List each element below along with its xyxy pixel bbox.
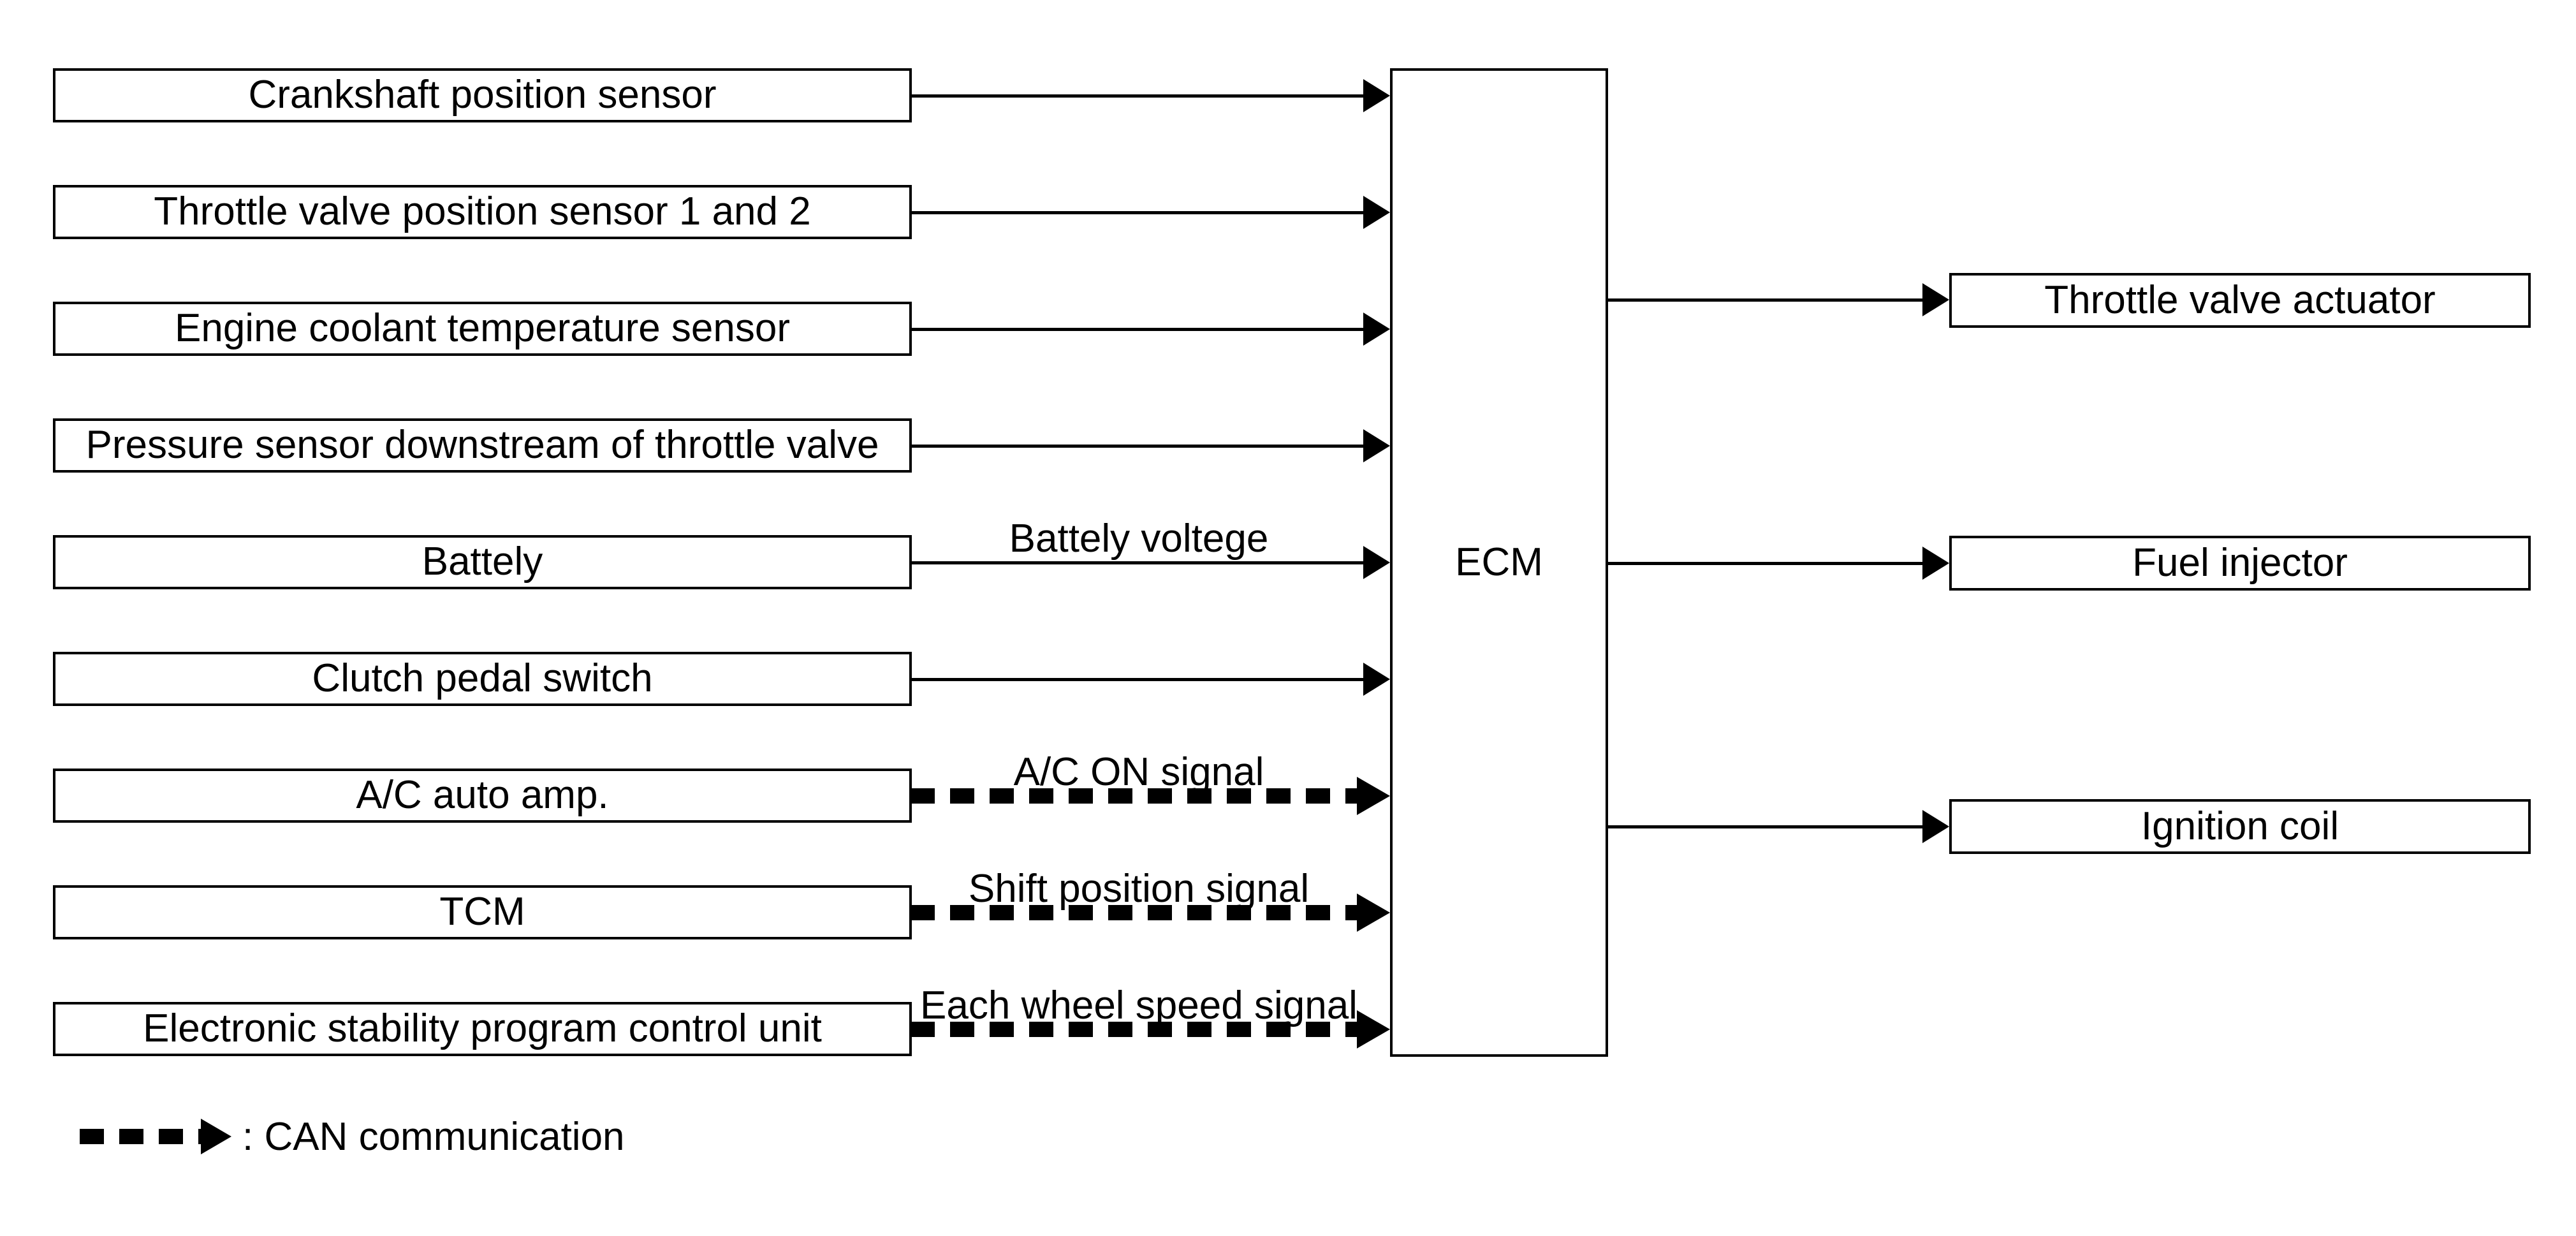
output-label: Ignition coil (2141, 804, 2339, 848)
input-label: Electronic stability program control uni… (143, 1006, 822, 1051)
can-arrow-line (911, 1022, 1358, 1037)
can-arrow-line (911, 905, 1358, 920)
can-legend-arrowhead-icon (201, 1119, 231, 1154)
can-arrowhead-icon (1357, 777, 1390, 815)
arrow-line (911, 211, 1367, 214)
output-label: Throttle valve actuator (2044, 277, 2436, 322)
input-box-ac-auto-amp: A/C auto amp. (53, 769, 912, 823)
input-label: TCM (439, 890, 525, 934)
arrow-line (1607, 298, 1926, 302)
signal-label-shift-position: Shift position signal (968, 867, 1310, 911)
arrowhead-icon (1363, 663, 1390, 696)
can-arrowhead-icon (1357, 1010, 1390, 1048)
can-arrow-line (911, 788, 1358, 804)
ecm-box: ECM (1390, 68, 1608, 1057)
input-box-crankshaft-position-sensor: Crankshaft position sensor (53, 68, 912, 122)
arrowhead-icon (1363, 429, 1390, 462)
arrow-line (1607, 562, 1926, 565)
arrow-line (911, 445, 1367, 448)
arrow-line (1607, 825, 1926, 828)
ecm-label: ECM (1455, 540, 1543, 584)
signal-label-ac-on: A/C ON signal (1013, 750, 1264, 794)
output-label: Fuel injector (2132, 540, 2348, 585)
input-label: Throttle valve position sensor 1 and 2 (154, 189, 811, 234)
input-label: Battely (421, 540, 543, 584)
input-box-battery: Battely (53, 535, 912, 589)
can-legend-line (80, 1129, 201, 1144)
input-label: Crankshaft position sensor (248, 73, 717, 117)
input-box-pressure-sensor-downstream: Pressure sensor downstream of throttle v… (53, 418, 912, 473)
input-box-throttle-valve-position-sensor: Throttle valve position sensor 1 and 2 (53, 185, 912, 239)
arrow-line (911, 561, 1367, 564)
input-label: Clutch pedal switch (312, 656, 653, 701)
output-box-throttle-valve-actuator: Throttle valve actuator (1949, 273, 2531, 328)
can-arrowhead-icon (1357, 894, 1390, 932)
arrowhead-icon (1363, 79, 1390, 112)
output-box-fuel-injector: Fuel injector (1949, 536, 2531, 591)
legend-text: : CAN communication (242, 1115, 625, 1159)
arrow-line (911, 94, 1367, 98)
input-label: A/C auto amp. (356, 773, 609, 818)
arrowhead-icon (1922, 283, 1949, 316)
arrow-line (911, 678, 1367, 681)
signal-label-wheel-speed: Each wheel speed signal (920, 983, 1358, 1027)
input-label: Pressure sensor downstream of throttle v… (85, 423, 879, 467)
arrow-line (911, 328, 1367, 331)
arrowhead-icon (1922, 810, 1949, 843)
arrowhead-icon (1363, 313, 1390, 346)
input-box-tcm: TCM (53, 885, 912, 939)
arrowhead-icon (1363, 546, 1390, 579)
input-box-esp-control-unit: Electronic stability program control uni… (53, 1002, 912, 1056)
input-label: Engine coolant temperature sensor (174, 306, 791, 351)
input-box-clutch-pedal-switch: Clutch pedal switch (53, 652, 912, 706)
signal-label-battery-voltage: Battely voltege (1009, 517, 1269, 561)
arrowhead-icon (1363, 196, 1390, 229)
input-box-engine-coolant-temperature-sensor: Engine coolant temperature sensor (53, 302, 912, 356)
arrowhead-icon (1922, 547, 1949, 580)
output-box-ignition-coil: Ignition coil (1949, 799, 2531, 854)
